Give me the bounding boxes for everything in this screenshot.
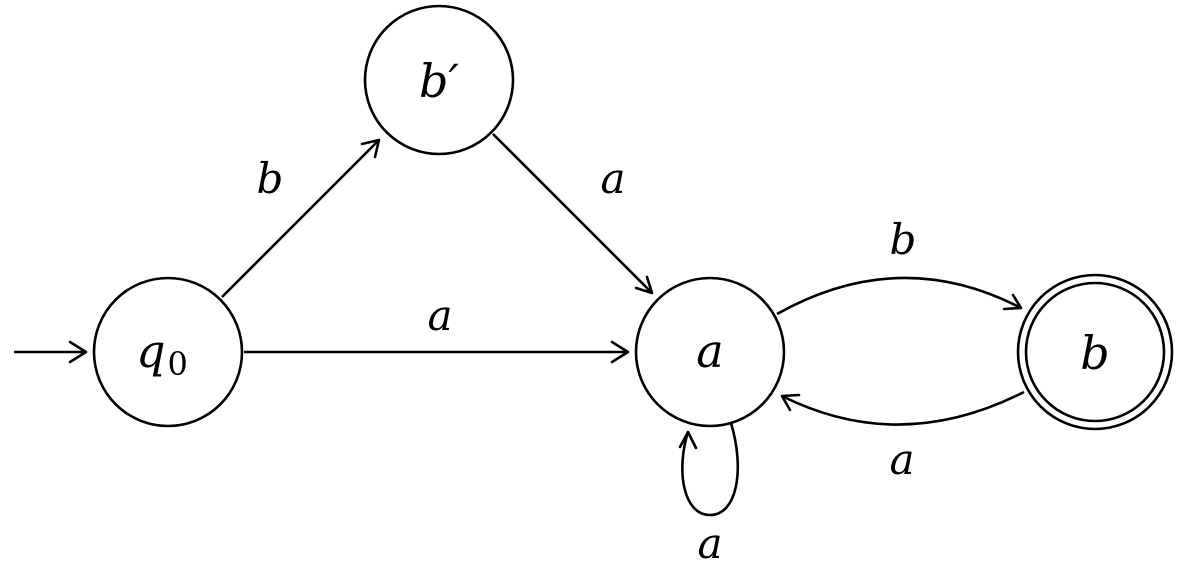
initial-arrow	[14, 340, 88, 364]
edge-bprime-to-a: a	[492, 133, 654, 295]
state-bprime: b′	[363, 4, 515, 156]
edge-label-q0-bprime: b	[257, 154, 284, 203]
edge-label-q0-a: a	[427, 291, 452, 340]
state-q0: q0	[92, 276, 244, 428]
state-b-accepting: b	[1016, 273, 1174, 431]
state-label-q0: q0	[136, 324, 188, 383]
edge-b-to-a: a	[780, 390, 1025, 484]
state-label-a: a	[696, 324, 723, 378]
edge-label-a-b: b	[890, 215, 917, 264]
state-a: a	[634, 276, 786, 428]
edge-q0-to-bprime: b	[221, 138, 381, 298]
edge-label-bprime-a: a	[600, 154, 625, 203]
edge-a-to-b: b	[776, 215, 1023, 316]
edge-q0-to-a: a	[244, 291, 630, 364]
edge-label-b-a: a	[889, 435, 914, 484]
edge-a-self-loop: a	[678, 422, 740, 568]
state-label-bprime: b′	[419, 54, 459, 108]
edge-label-a-loop: a	[697, 519, 722, 568]
state-label-b: b	[1080, 326, 1109, 380]
